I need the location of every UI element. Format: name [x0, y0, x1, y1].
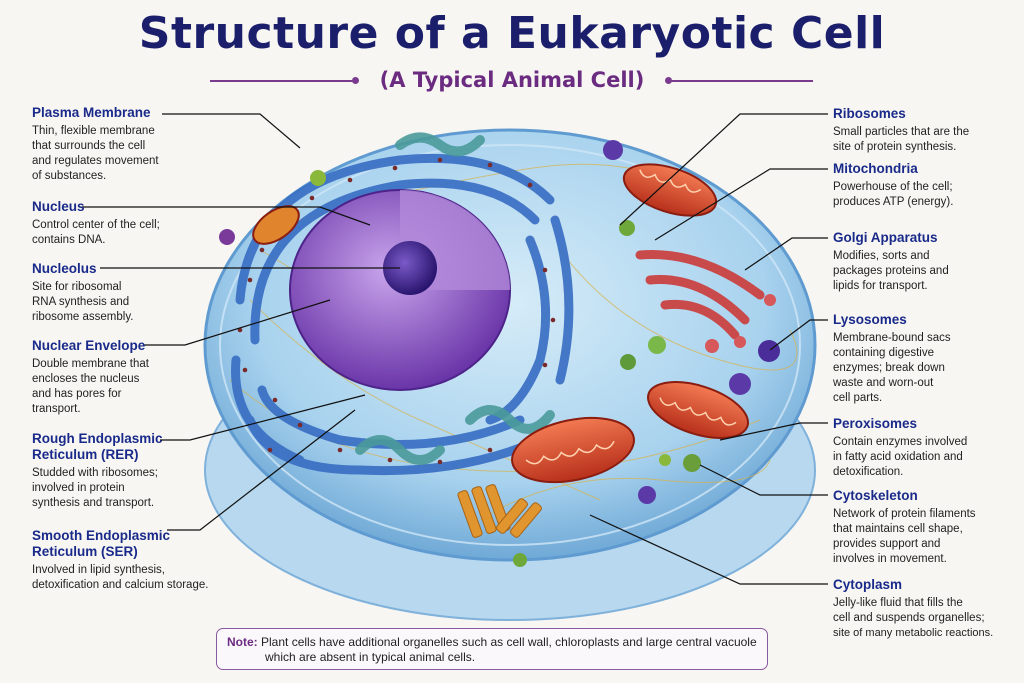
- label-desc-line: Studded with ribosomes;: [32, 467, 158, 479]
- note-text-line: Plant cells have additional organelles s…: [261, 635, 757, 649]
- label-nucleus: Nucleus Control center of the cell; cont…: [32, 199, 232, 248]
- label-desc-line: contains DNA.: [32, 234, 106, 246]
- label-desc-line: Jelly-like fluid that fills the: [833, 597, 963, 609]
- rough-er: [231, 153, 574, 476]
- label-title: Rough Endoplasmic Reticulum (RER): [32, 431, 163, 462]
- label-title: Cytoskeleton: [833, 488, 918, 503]
- label-smooth-er: Smooth Endoplasmic Reticulum (SER) Invol…: [32, 528, 252, 593]
- subtitle: (A Typical Animal Cell): [379, 68, 645, 92]
- label-desc-line: cell and suspends organelles;: [833, 612, 985, 624]
- label-nuclear-envelope: Nuclear Envelope Double membrane that en…: [32, 338, 232, 417]
- label-desc-line: provides support and: [833, 538, 941, 550]
- label-desc-line: site of protein synthesis.: [833, 141, 957, 153]
- label-desc-line: Modifies, sorts and: [833, 250, 930, 262]
- label-desc-line: lipids for transport.: [833, 280, 928, 292]
- label-title: Nucleus: [32, 199, 85, 214]
- label-desc-line: Thin, flexible membrane: [32, 125, 155, 137]
- label-cytoplasm: Cytoplasm Jelly-like fluid that fills th…: [833, 577, 1023, 641]
- label-title: Cytoplasm: [833, 577, 903, 592]
- label-desc-line: Powerhouse of the cell;: [833, 181, 953, 193]
- golgi-vesicles: [705, 294, 776, 353]
- label-desc-line: containing digestive: [833, 347, 935, 359]
- label-title: Smooth Endoplasmic Reticulum (SER): [32, 528, 171, 559]
- nucleus-shape: [289, 189, 511, 391]
- label-desc-line: ribosome assembly.: [32, 311, 134, 323]
- label-desc-line: and has pores for: [32, 388, 122, 400]
- label-desc-line: of substances.: [32, 170, 107, 182]
- label-desc-line: Control center of the cell;: [32, 219, 160, 231]
- label-title: Nucleolus: [32, 261, 97, 276]
- label-title: Nuclear Envelope: [32, 338, 146, 353]
- label-ribosomes: Ribosomes Small particles that are the s…: [833, 106, 1018, 155]
- label-desc-line: that maintains cell shape,: [833, 523, 963, 535]
- peroxisome-spheres: [310, 170, 701, 567]
- golgi-shapes: [635, 250, 765, 340]
- label-title: Lysosomes: [833, 312, 907, 327]
- label-title: Plasma Membrane: [32, 105, 151, 120]
- label-title: Peroxisomes: [833, 416, 918, 431]
- label-desc-line: RNA synthesis and: [32, 296, 130, 308]
- label-desc-line: transport.: [32, 403, 81, 415]
- label-desc-line: Membrane-bound sacs: [833, 332, 951, 344]
- label-desc-line: cell parts.: [833, 392, 883, 404]
- smooth-er: [355, 132, 555, 465]
- subtitle-rule-left: [210, 80, 355, 82]
- label-rough-er: Rough Endoplasmic Reticulum (RER) Studde…: [32, 431, 232, 511]
- label-desc-line: in fatty acid oxidation and: [833, 451, 963, 463]
- nucleolus-shape: [383, 241, 437, 295]
- note-box: Note: Plant cells have additional organe…: [216, 628, 768, 670]
- note-text-line: which are absent in typical animal cells…: [265, 650, 476, 664]
- lysosome-spheres: [219, 140, 780, 504]
- label-lysosomes: Lysosomes Membrane-bound sacs containing…: [833, 312, 1018, 406]
- label-golgi-apparatus: Golgi Apparatus Modifies, sorts and pack…: [833, 230, 1018, 294]
- page-title: Structure of a Eukaryotic Cell: [138, 8, 886, 59]
- label-desc-line: waste and worn-out: [833, 377, 934, 389]
- centriole-shape: [457, 484, 542, 538]
- label-cytoskeleton: Cytoskeleton Network of protein filament…: [833, 488, 1018, 567]
- label-plasma-membrane: Plasma Membrane Thin, flexible membrane …: [32, 105, 232, 184]
- label-title: Golgi Apparatus: [833, 230, 938, 245]
- label-desc-line: Network of protein filaments: [833, 508, 976, 520]
- label-title: Ribosomes: [833, 106, 906, 121]
- subtitle-dot-left: [352, 77, 359, 84]
- label-title: Mitochondria: [833, 161, 918, 176]
- label-desc-line: site of many metabolic reactions.: [833, 627, 994, 639]
- label-desc-line: enzymes; break down: [833, 362, 945, 374]
- label-desc-line: Site for ribosomal: [32, 281, 122, 293]
- label-desc-line: that surrounds the cell: [32, 140, 146, 152]
- label-desc-line: Double membrane that: [32, 358, 149, 370]
- label-desc-line: Involved in lipid synthesis,: [32, 564, 165, 576]
- subtitle-rule-right: [668, 80, 813, 82]
- label-desc-line: Contain enzymes involved: [833, 436, 968, 448]
- label-desc-line: encloses the nucleus: [32, 373, 140, 385]
- label-desc-line: involves in movement.: [833, 553, 947, 565]
- leader-lines: [82, 113, 828, 585]
- label-desc-line: produces ATP (energy).: [833, 196, 954, 208]
- label-desc-line: synthesis and transport.: [32, 497, 155, 509]
- mitochondria-shapes: [252, 163, 750, 484]
- note-label: Note:: [227, 635, 258, 649]
- label-nucleolus: Nucleolus Site for ribosomal RNA synthes…: [32, 261, 232, 325]
- label-peroxisomes: Peroxisomes Contain enzymes involved in …: [833, 416, 1018, 480]
- label-desc-line: packages proteins and: [833, 265, 949, 277]
- label-desc-line: involved in protein: [32, 482, 125, 494]
- label-desc-line: Small particles that are the: [833, 126, 970, 138]
- label-desc-line: and regulates movement: [32, 155, 159, 167]
- label-desc-line: detoxification.: [833, 466, 904, 478]
- ribosome-dots: [237, 157, 556, 465]
- label-desc-line: detoxification and calcium storage.: [32, 579, 209, 591]
- label-mitochondria: Mitochondria Powerhouse of the cell; pro…: [833, 161, 1018, 210]
